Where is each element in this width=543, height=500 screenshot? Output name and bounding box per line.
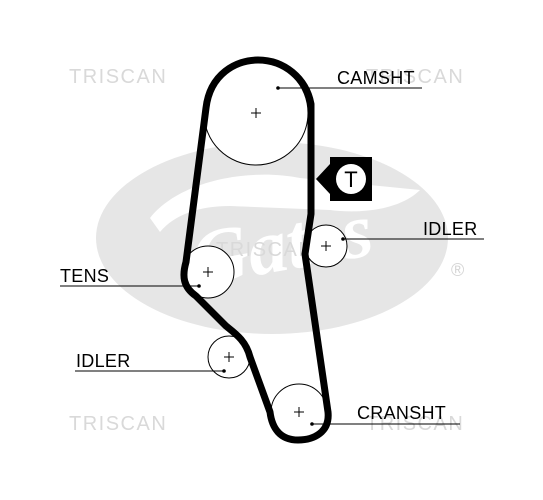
tensioner-marker-icon: T [316, 157, 372, 201]
idler-right-center-icon [321, 241, 331, 251]
watermark-top-right: TRISCAN [366, 66, 464, 88]
triscan-watermarks: TRISCAN TRISCAN TRISCAN TRISCAN TRISCAN [69, 66, 464, 435]
label-crankshaft: CRANSHT [357, 403, 446, 423]
gates-logo-watermark: Gates ® [96, 142, 464, 334]
watermark-top-left: TRISCAN [69, 66, 167, 88]
timing-belt [180, 56, 332, 444]
idler-left-center-icon [224, 352, 234, 362]
camshaft-center-icon [251, 108, 261, 118]
label-idler-right: IDLER [423, 219, 478, 239]
crankshaft-center-icon [294, 407, 304, 417]
pulley-centers [203, 108, 331, 417]
registered-mark: ® [451, 260, 464, 280]
tensioner-marker-symbol: T [344, 167, 357, 192]
tensioner-center-icon [203, 267, 213, 277]
watermark-bottom-left: TRISCAN [69, 413, 167, 435]
label-tensioner: TENS [60, 266, 109, 286]
label-camshaft: CAMSHT [337, 68, 415, 88]
label-idler-left: IDLER [76, 351, 131, 371]
leader-lines [60, 86, 484, 426]
watermark-center: TRISCAN [216, 239, 314, 261]
